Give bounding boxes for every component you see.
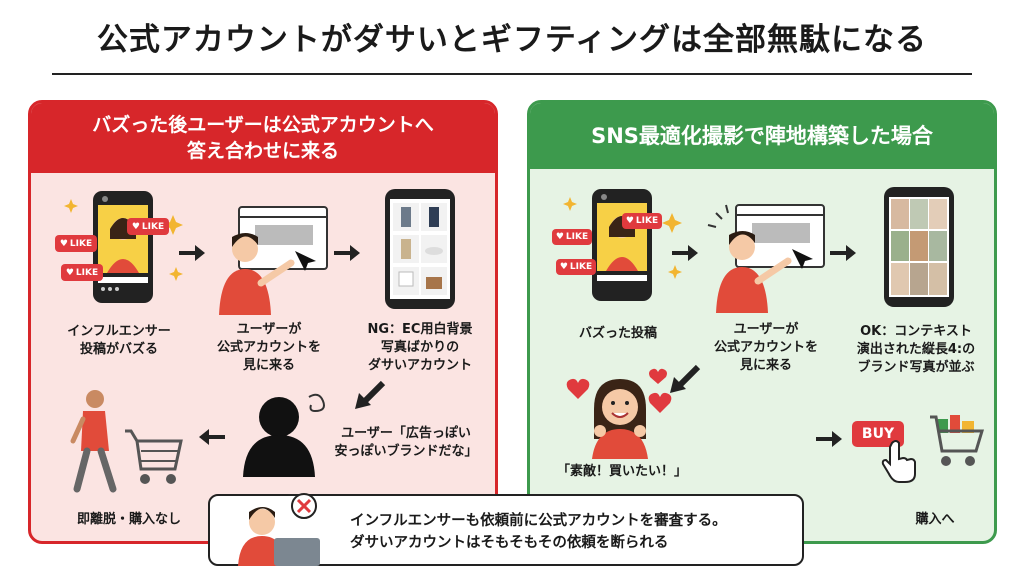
right-step1-label: バズった投稿 [578,326,657,341]
right-step2-label: ユーザーが公式アカウントを見に来る [713,322,818,373]
heart-icon: ♥ [65,267,74,278]
arrow-down-left-icon [670,364,701,393]
heart-icon: ♥ [559,262,568,272]
arrow-right-icon [179,245,205,261]
like-badge: ♥LIKE [622,213,662,229]
influencer-laptop-icon [238,493,320,566]
arrow-right-icon [672,245,698,261]
right-step4-label: 「素敵！買いたい！」 [556,464,687,479]
walking-away-icon [70,390,183,493]
bottom-note-text: インフルエンサーも依頼前に公式アカウントを審査する。 ダサいアカウントはそもそも… [350,513,727,551]
bottom-note-box: インフルエンサーも依頼前に公式アカウントを審査する。 ダサいアカウントはそもそも… [208,493,804,566]
heart-icon: ♥ [131,221,140,232]
arrow-right-icon [830,245,856,261]
user-browser-icon [707,204,825,313]
ec-grid-phone-icon [385,189,455,309]
like-badge: ♥LIKE [61,264,103,281]
arrow-right-icon [816,431,842,447]
user-browser-icon [219,206,328,315]
arrow-right-icon [334,245,360,261]
hand-pointer-icon [881,440,916,483]
heart-icon: ♥ [555,232,564,242]
heart-icon: ♥ [625,216,634,226]
arrow-left-icon [199,429,225,445]
buzz-post-phone-icon [563,189,682,301]
like-badge: ♥LIKE [556,259,596,275]
left-step4-label: ユーザー「広告っぽい安っぽいブランドだな」 [334,426,478,459]
heart-icon: ♥ [59,238,68,249]
page-title: 公式アカウントがダサいとギフティングは全部無駄になる [96,22,928,58]
left-step3-label: NG：EC用白背景写真ばかりのダサいアカウント [367,322,473,373]
lifestyle-grid-phone-icon [884,187,954,307]
arrow-down-left-icon [355,380,386,409]
right-step3-label: OK：コンテキスト演出された縦長4:のブランド写真が並ぶ [856,324,976,375]
left-panel: バズった後ユーザーは公式アカウントへ 答え合わせに来る ♥LIKE ♥LIKE … [28,100,498,544]
like-badge: ♥LIKE [55,235,97,252]
left-step1-label: インフルエンサー投稿がバズる [67,324,171,357]
left-panel-header: バズった後ユーザーは公式アカウントへ 答え合わせに来る [31,103,495,173]
left-step2-label: ユーザーが公式アカウントを見に来る [216,322,321,373]
like-badge: ♥LIKE [552,229,592,245]
left-header-line1: バズった後ユーザーは公式アカウントへ [92,114,434,136]
title-divider [52,73,972,75]
right-panel: SNS最適化撮影で陣地構築した場合 ♥LIKE ♥LIKE ♥LIKE [527,100,997,544]
like-badge: ♥LIKE [127,218,169,235]
right-panel-header: SNS最適化撮影で陣地構築した場合 [530,103,994,169]
left-header-line2: 答え合わせに来る [186,140,339,162]
left-step5-label: 即離脱・購入なし [76,512,181,527]
happy-woman-icon [566,368,672,459]
user-silhouette-icon [243,393,325,477]
right-step5-label: 購入へ [915,512,955,527]
shopping-cart-full-icon [930,415,985,466]
